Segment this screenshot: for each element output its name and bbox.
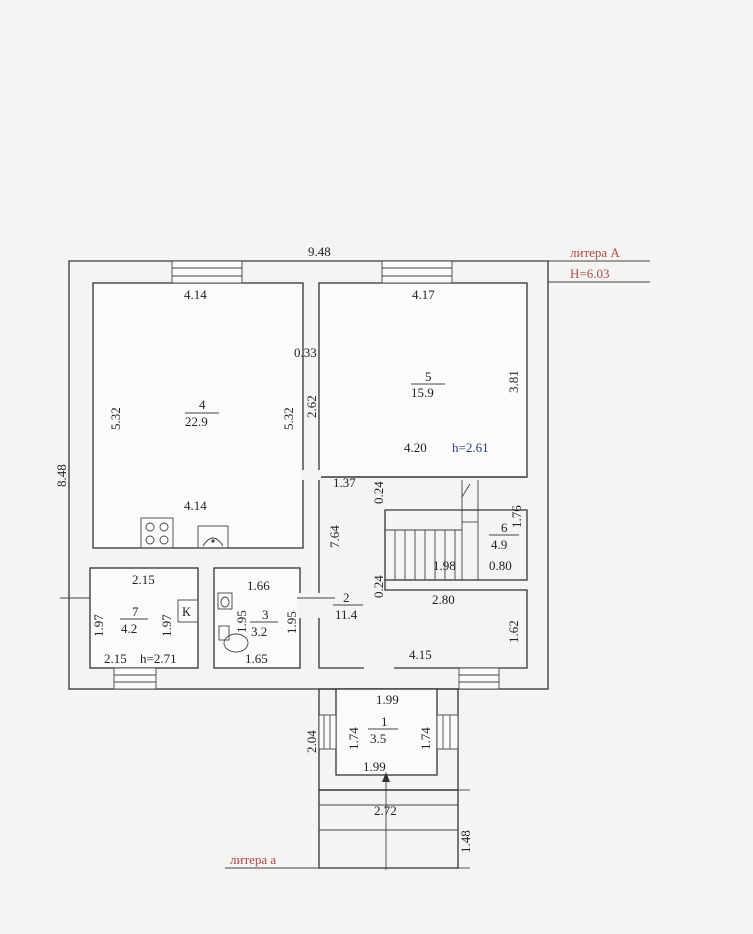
- window-room-4: [171, 260, 243, 284]
- room-3-outline: [213, 567, 301, 669]
- room-6-dim-width: 1.98: [433, 558, 456, 573]
- room-7-height: h=2.71: [140, 651, 177, 666]
- room-7-dim-left: 1.97: [91, 614, 106, 637]
- room-7-boiler-mark: К: [182, 604, 191, 619]
- building-walls: [68, 260, 549, 690]
- room-7-number: 7: [132, 604, 139, 619]
- dim-total-depth: 8.48: [54, 464, 69, 487]
- room-2-number: 2: [343, 590, 350, 605]
- entry-arrow-head-icon: [382, 772, 390, 782]
- porch: [318, 688, 459, 870]
- room-3-area: 3.2: [251, 624, 267, 639]
- room-3-number: 3: [262, 607, 269, 622]
- room-1-outline: [335, 688, 438, 776]
- room-2-dim-top: 2.80: [432, 592, 455, 607]
- litera-main-height: H=6.03: [570, 266, 609, 281]
- porch-steps: [318, 789, 459, 869]
- room-3-dim-left: 1.95: [234, 610, 249, 633]
- room-5-outline: [318, 282, 528, 478]
- toilet-icon: [218, 625, 249, 653]
- porch-dim-steps-width: 2.72: [374, 803, 397, 818]
- room-2-outline: [318, 477, 528, 669]
- room-4-dim-left: 5.32: [108, 407, 123, 430]
- room-1-dim-left: 1.74: [346, 727, 361, 750]
- room-5-area: 15.9: [411, 385, 434, 400]
- dimension-lines: [60, 260, 650, 869]
- room-2-area: 11.4: [335, 607, 358, 622]
- porch-dim-steps-depth: 1.48: [458, 830, 473, 853]
- room-6-dim-side: 0.80: [489, 558, 512, 573]
- porch-dim-outer-left: 2.04: [304, 730, 319, 753]
- window-room-1-left: [318, 714, 337, 750]
- openings: [297, 470, 394, 671]
- room-5-dim-top: 4.17: [412, 287, 435, 302]
- room-5-number: 5: [425, 369, 432, 384]
- room-4-dim-bottom: 4.14: [184, 498, 207, 513]
- room-3-dim-top: 1.66: [247, 578, 270, 593]
- room-7-dim-bottom: 2.15: [104, 651, 127, 666]
- room-5-dim-right: 3.81: [506, 370, 521, 393]
- room-4-number: 4: [199, 397, 206, 412]
- room-6-dim-height: 1.76: [509, 505, 524, 528]
- room-5-height: h=2.61: [452, 440, 489, 455]
- room-5-dim-bottom: 4.20: [404, 440, 427, 455]
- room-1-dim-bottom: 1.99: [363, 759, 386, 774]
- room-2-dim-right: 1.62: [506, 620, 521, 643]
- room-2-dim-bottom: 4.15: [409, 647, 432, 662]
- room-4-area: 22.9: [185, 414, 208, 429]
- room-1-dim-top: 1.99: [376, 692, 399, 707]
- room-3-dim-right: 1.95: [284, 611, 299, 634]
- room-1-area: 3.5: [370, 731, 386, 746]
- dim-hall-left: 2.62: [304, 395, 319, 418]
- dim-corridor: 1.37: [333, 475, 356, 490]
- room-1-number: 1: [381, 714, 388, 729]
- litera-porch-label: литера а: [230, 852, 276, 867]
- room-1-dim-right: 1.74: [418, 727, 433, 750]
- dim-total-width: 9.48: [308, 244, 331, 259]
- room-7-dim-top: 2.15: [132, 572, 155, 587]
- room-4-dim-top: 4.14: [184, 287, 207, 302]
- room-7-area: 4.2: [121, 621, 137, 636]
- dim-gap-bottom: 0.24: [371, 575, 386, 598]
- room-6-area: 4.9: [491, 537, 507, 552]
- window-room-1-right: [436, 714, 459, 750]
- room-3-dim-bottom: 1.65: [245, 651, 268, 666]
- washbasin-icon: [217, 592, 233, 610]
- sink-icon: [197, 525, 229, 549]
- dim-partition: 0.33: [294, 345, 317, 360]
- window-room-5: [381, 260, 453, 284]
- room-6-number: 6: [501, 520, 508, 535]
- dim-gap-top: 0.24: [371, 481, 386, 504]
- window-room-7: [113, 667, 157, 690]
- room-2-dim-left: 7.64: [327, 525, 342, 548]
- stove-icon: [140, 517, 174, 549]
- windows: [113, 260, 500, 690]
- room-7-dim-right: 1.97: [159, 614, 174, 637]
- stairs: [385, 483, 478, 580]
- litera-main-label: литера А: [570, 245, 620, 260]
- room-4-dim-right: 5.32: [281, 407, 296, 430]
- window-room-2: [458, 667, 500, 690]
- boiler-icon: [177, 599, 199, 623]
